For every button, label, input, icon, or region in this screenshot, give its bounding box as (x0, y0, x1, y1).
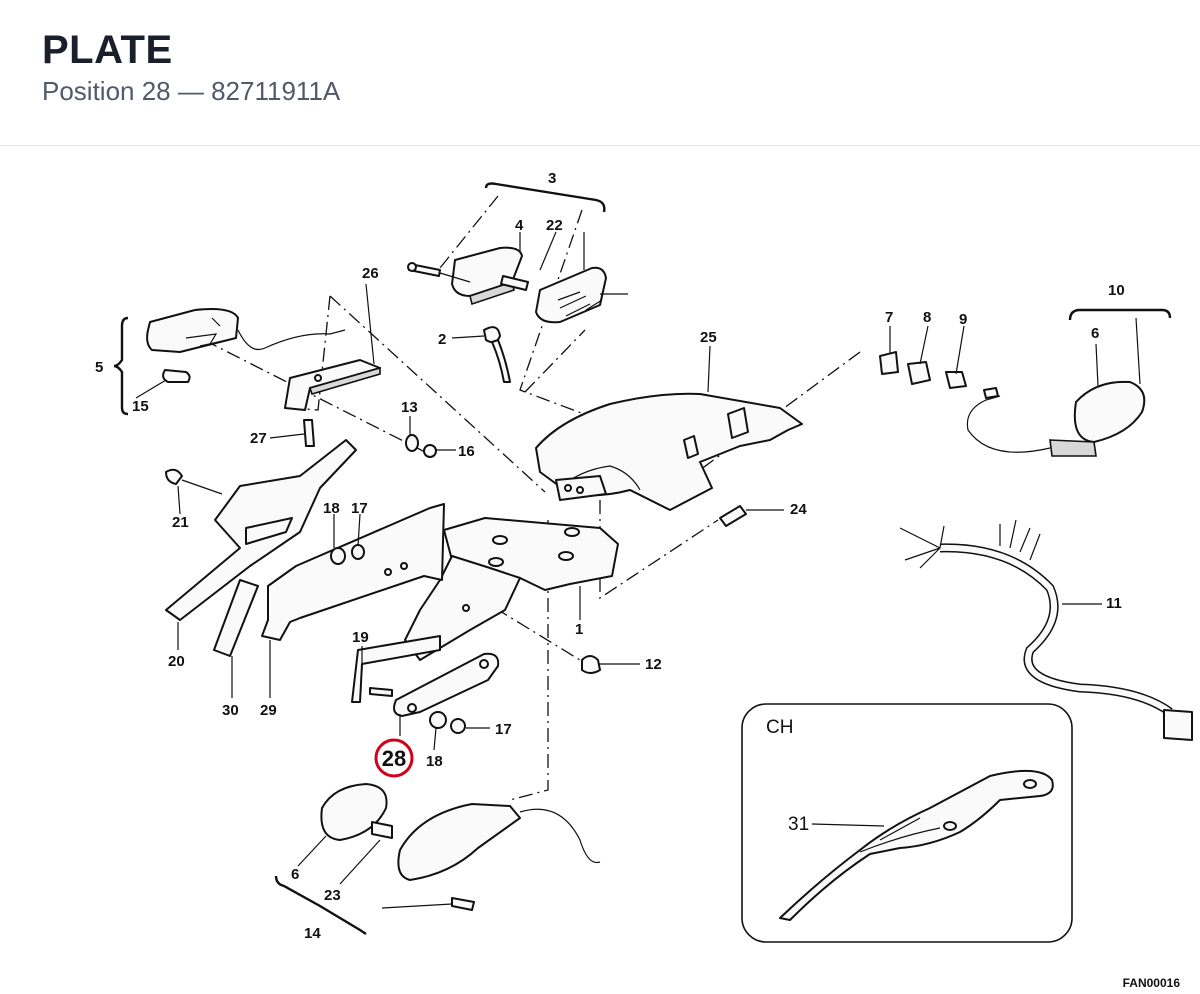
turn-signal-right (966, 380, 1146, 457)
parts-diagram: 3 4 22 26 2 25 5 15 27 13 16 21 18 17 24… (0, 146, 1200, 994)
wiring-harness (899, 519, 1193, 741)
nut-12 (581, 655, 601, 674)
license-bracket (165, 439, 357, 657)
callout-12: 12 (645, 656, 662, 673)
callout-1: 1 (575, 621, 583, 638)
callout-20: 20 (168, 653, 185, 670)
callout-6-lower: 6 (291, 866, 299, 883)
callout-19: 19 (352, 629, 369, 646)
page-subtitle: Position 28 — 82711911A (42, 76, 341, 106)
drawing-code: FAN00016 (1122, 976, 1180, 990)
grouping-braces (113, 182, 1172, 935)
plate-part-28 (351, 635, 500, 734)
leader-lines (135, 231, 1141, 885)
detail-box-ch (741, 703, 1073, 943)
callout-2: 2 (438, 331, 446, 348)
callout-7: 7 (885, 309, 893, 326)
turn-signal-bottom (320, 783, 601, 911)
highlight-label-28: 28 (382, 746, 406, 771)
plate-light-assembly (146, 308, 346, 383)
plate-bracket (284, 359, 381, 411)
callout-11: 11 (1106, 595, 1122, 612)
callout-16: 16 (458, 443, 475, 460)
grommet-spacer-nut (879, 351, 967, 389)
washer-nut-18-17 (330, 544, 365, 565)
tail-light-assembly (407, 246, 628, 324)
page-title: PLATE (42, 28, 173, 72)
callout-6-right: 6 (1091, 325, 1099, 342)
callout-3: 3 (548, 170, 556, 187)
callout-17-upper: 17 (351, 500, 368, 517)
callout-14: 14 (304, 925, 321, 942)
plate-holder (404, 517, 619, 661)
rear-mudguard (535, 392, 803, 511)
callout-8: 8 (923, 309, 931, 326)
callout-22: 22 (546, 217, 563, 234)
callout-27: 27 (250, 430, 267, 447)
washer-nut-13-16 (405, 434, 437, 458)
callout-21: 21 (172, 514, 189, 531)
callout-13: 13 (401, 399, 418, 416)
bolt-21 (165, 468, 223, 495)
callout-25: 25 (700, 329, 717, 346)
screw-27 (303, 419, 315, 447)
screw-2 (483, 326, 511, 383)
callout-labels: 3 4 22 26 2 25 5 15 27 13 16 21 18 17 24… (95, 170, 1125, 942)
callout-29: 29 (260, 702, 277, 719)
callout-9: 9 (959, 311, 967, 328)
page-header: PLATE Position 28 — 82711911A (0, 0, 1200, 146)
callout-10: 10 (1108, 282, 1125, 299)
callout-31: 31 (788, 814, 809, 835)
callout-23: 23 (324, 887, 341, 904)
callout-5: 5 (95, 359, 103, 376)
callout-4: 4 (515, 217, 524, 234)
exploded-view-drawing: 3 4 22 26 2 25 5 15 27 13 16 21 18 17 24… (95, 170, 1193, 943)
callout-18-upper: 18 (323, 500, 340, 517)
highlight-ring-28 (374, 738, 414, 778)
callout-18-lower: 18 (426, 753, 443, 770)
callout-17-lower: 17 (495, 721, 512, 738)
detail-box-title: CH (766, 717, 793, 738)
callout-26: 26 (362, 265, 379, 282)
bolt-24 (719, 505, 747, 527)
callout-24: 24 (790, 501, 807, 518)
callout-30: 30 (222, 702, 239, 719)
callout-15: 15 (132, 398, 149, 415)
